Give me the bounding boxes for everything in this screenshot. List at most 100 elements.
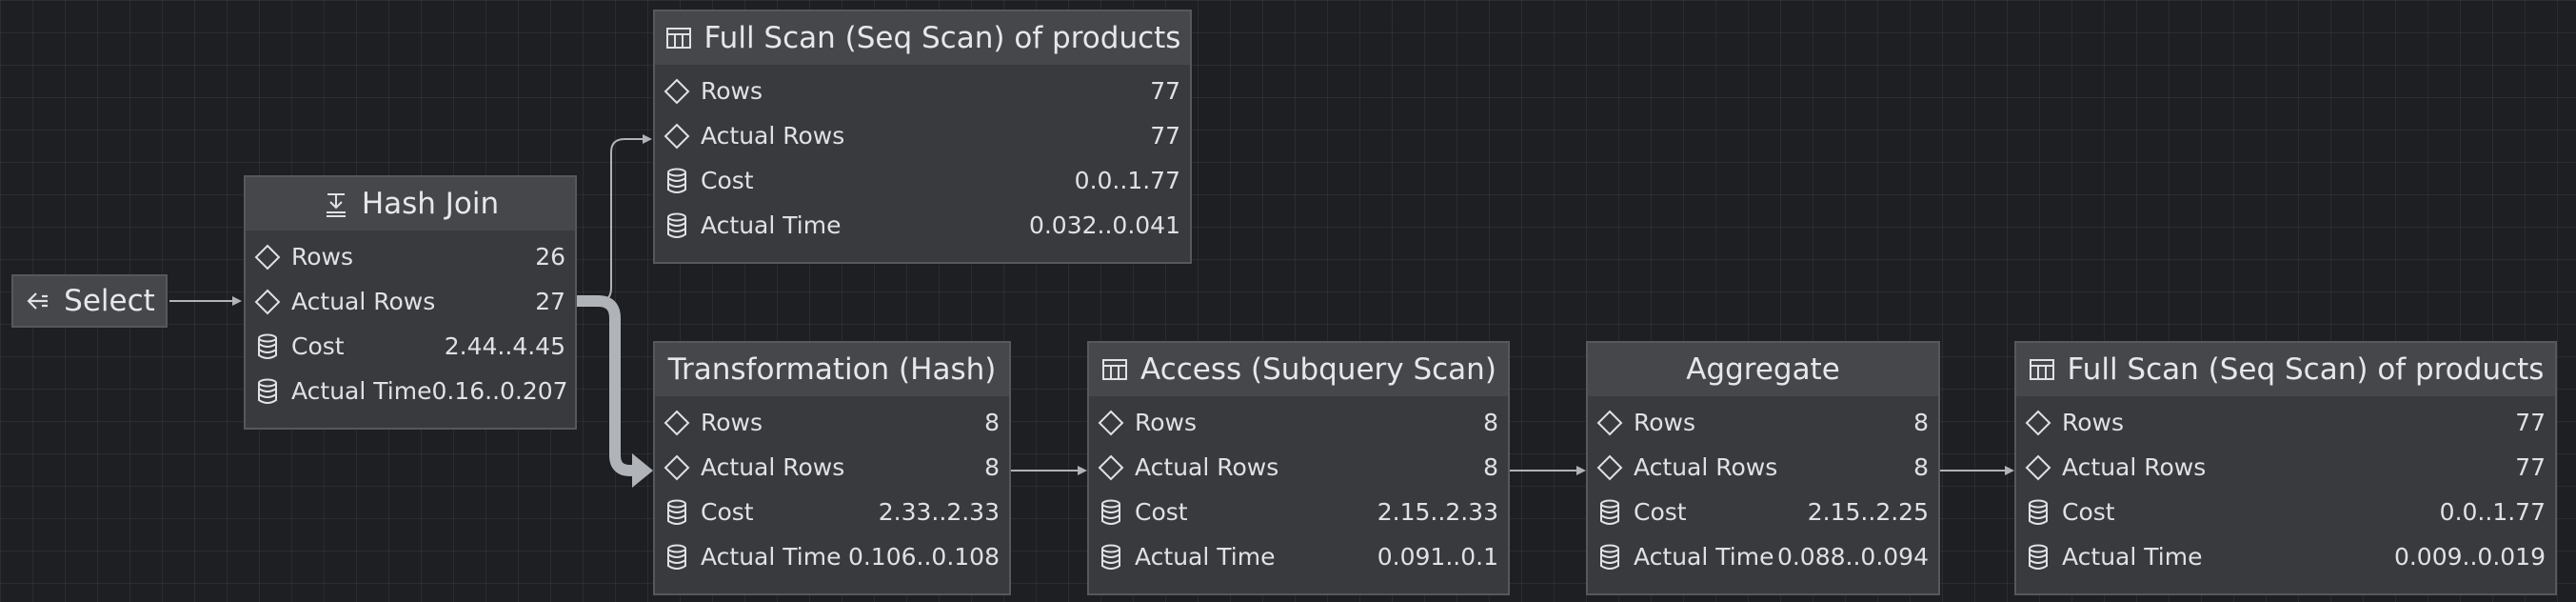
stat-row-actual-time: Actual Time 0.106..0.108	[655, 534, 1009, 579]
stat-label: Rows	[2062, 409, 2125, 436]
stat-value: 27	[535, 288, 565, 315]
stat-label: Actual Time	[1135, 543, 1276, 571]
stat-row-cost: Cost 2.44..4.45	[246, 324, 575, 369]
node-full-scan-top[interactable]: Full Scan (Seq Scan) of products Rows 77…	[653, 10, 1192, 264]
stat-value: 0.088..0.094	[1776, 543, 1929, 571]
node-title: Transformation (Hash)	[667, 352, 997, 387]
diamond-icon	[2024, 409, 2052, 437]
stat-label: Actual Rows	[701, 122, 845, 150]
stat-label: Actual Time	[291, 377, 432, 405]
database-icon	[663, 498, 691, 527]
stat-value: 8	[984, 409, 1000, 436]
database-icon	[2024, 543, 2052, 572]
node-hash-join[interactable]: Hash Join Rows 26 Actual Rows 27 Cost 2.…	[244, 175, 577, 430]
stat-row-rows: Rows 8	[1588, 400, 1938, 445]
database-icon	[2024, 498, 2052, 527]
stat-row-rows: Rows 8	[655, 400, 1009, 445]
stat-label: Cost	[2062, 498, 2115, 526]
stat-row-actual-time: Actual Time 0.009..0.019	[2016, 534, 2555, 579]
stat-label: Actual Time	[701, 543, 842, 571]
edge-hashjoin-transformation	[577, 295, 636, 476]
stat-value: 0.091..0.1	[1377, 543, 1498, 571]
node-aggregate[interactable]: Aggregate Rows 8 Actual Rows 8 Cost 2.15…	[1586, 341, 1940, 595]
diamond-icon	[663, 453, 691, 482]
stat-label: Actual Rows	[701, 453, 845, 481]
stat-value: 2.15..2.25	[1807, 498, 1929, 526]
select-node[interactable]: Select	[11, 274, 168, 328]
stat-row-cost: Cost 2.15..2.33	[1089, 490, 1508, 534]
database-icon	[253, 377, 282, 406]
node-transformation[interactable]: Transformation (Hash) Rows 8 Actual Rows…	[653, 341, 1011, 595]
database-icon	[1097, 498, 1125, 527]
stat-value: 77	[2515, 453, 2546, 481]
diamond-icon	[663, 77, 691, 106]
diamond-icon	[1097, 453, 1125, 482]
diamond-icon	[663, 409, 691, 437]
database-icon	[663, 167, 691, 195]
edge-hashjoin-fullscan-top	[577, 134, 652, 302]
stat-label: Cost	[701, 167, 754, 194]
stat-row-cost: Cost 2.33..2.33	[655, 490, 1009, 534]
stat-value: 2.15..2.33	[1377, 498, 1498, 526]
stat-label: Actual Rows	[291, 288, 436, 315]
stat-label: Rows	[701, 77, 763, 105]
stat-row-rows: Rows 77	[2016, 400, 2555, 445]
table-icon	[1100, 355, 1129, 384]
stat-value: 8	[1483, 409, 1498, 436]
stat-label: Actual Time	[2062, 543, 2203, 571]
stat-row-actual-rows: Actual Rows 8	[1588, 445, 1938, 490]
stat-value: 8	[1483, 453, 1498, 481]
stat-row-cost: Cost 0.0..1.77	[2016, 490, 2555, 534]
stat-label: Rows	[1135, 409, 1198, 436]
arrow-left-icon	[24, 287, 52, 315]
stat-row-actual-time: Actual Time 0.16..0.207	[246, 369, 575, 413]
stat-value: 8	[1913, 453, 1929, 481]
diamond-icon	[253, 288, 282, 316]
stat-row-rows: Rows 26	[246, 234, 575, 279]
diamond-icon	[2024, 453, 2052, 482]
stat-value: 2.33..2.33	[878, 498, 1000, 526]
stat-value: 0.0..1.77	[1074, 167, 1180, 194]
stat-label: Actual Rows	[2062, 453, 2207, 481]
stat-value: 0.106..0.108	[847, 543, 1000, 571]
stat-value: 2.44..4.45	[444, 332, 565, 360]
stat-value: 77	[1150, 122, 1180, 150]
database-icon	[253, 332, 282, 361]
stat-row-actual-time: Actual Time 0.091..0.1	[1089, 534, 1508, 579]
stat-row-actual-rows: Actual Rows 27	[246, 279, 575, 324]
stat-value: 8	[1913, 409, 1929, 436]
stat-label: Actual Rows	[1135, 453, 1279, 481]
stat-row-actual-rows: Actual Rows 8	[655, 445, 1009, 490]
database-icon	[663, 543, 691, 572]
stat-label: Rows	[291, 243, 354, 271]
node-title: Full Scan (Seq Scan) of products	[2067, 352, 2545, 387]
stat-value: 0.16..0.207	[431, 377, 568, 405]
stat-label: Cost	[1634, 498, 1687, 526]
stat-label: Actual Time	[1634, 543, 1774, 571]
stat-row-actual-rows: Actual Rows 77	[655, 113, 1190, 158]
node-title: Aggregate	[1686, 352, 1840, 387]
stat-row-cost: Cost 0.0..1.77	[655, 158, 1190, 203]
database-icon	[1595, 543, 1624, 572]
stat-value: 26	[535, 243, 565, 271]
stat-row-rows: Rows 77	[655, 69, 1190, 113]
stat-row-actual-rows: Actual Rows 8	[1089, 445, 1508, 490]
stat-value: 0.009..0.019	[2393, 543, 2546, 571]
stat-row-actual-time: Actual Time 0.032..0.041	[655, 203, 1190, 248]
stat-value: 0.0..1.77	[2439, 498, 2546, 526]
stat-label: Actual Time	[701, 211, 842, 239]
stat-value: 77	[1150, 77, 1180, 105]
node-full-scan-bottom[interactable]: Full Scan (Seq Scan) of products Rows 77…	[2014, 341, 2557, 595]
node-title: Hash Join	[361, 187, 500, 221]
node-access[interactable]: Access (Subquery Scan) Rows 8 Actual Row…	[1087, 341, 1510, 595]
node-title: Full Scan (Seq Scan) of products	[703, 21, 1181, 55]
stat-row-cost: Cost 2.15..2.25	[1588, 490, 1938, 534]
edge-hashjoin-transformation-head	[632, 453, 653, 488]
diamond-icon	[1595, 409, 1624, 437]
table-icon	[2028, 355, 2056, 384]
stat-label: Cost	[701, 498, 754, 526]
stat-value: 0.032..0.041	[1028, 211, 1180, 239]
select-label: Select	[64, 284, 155, 318]
stat-row-actual-time: Actual Time 0.088..0.094	[1588, 534, 1938, 579]
